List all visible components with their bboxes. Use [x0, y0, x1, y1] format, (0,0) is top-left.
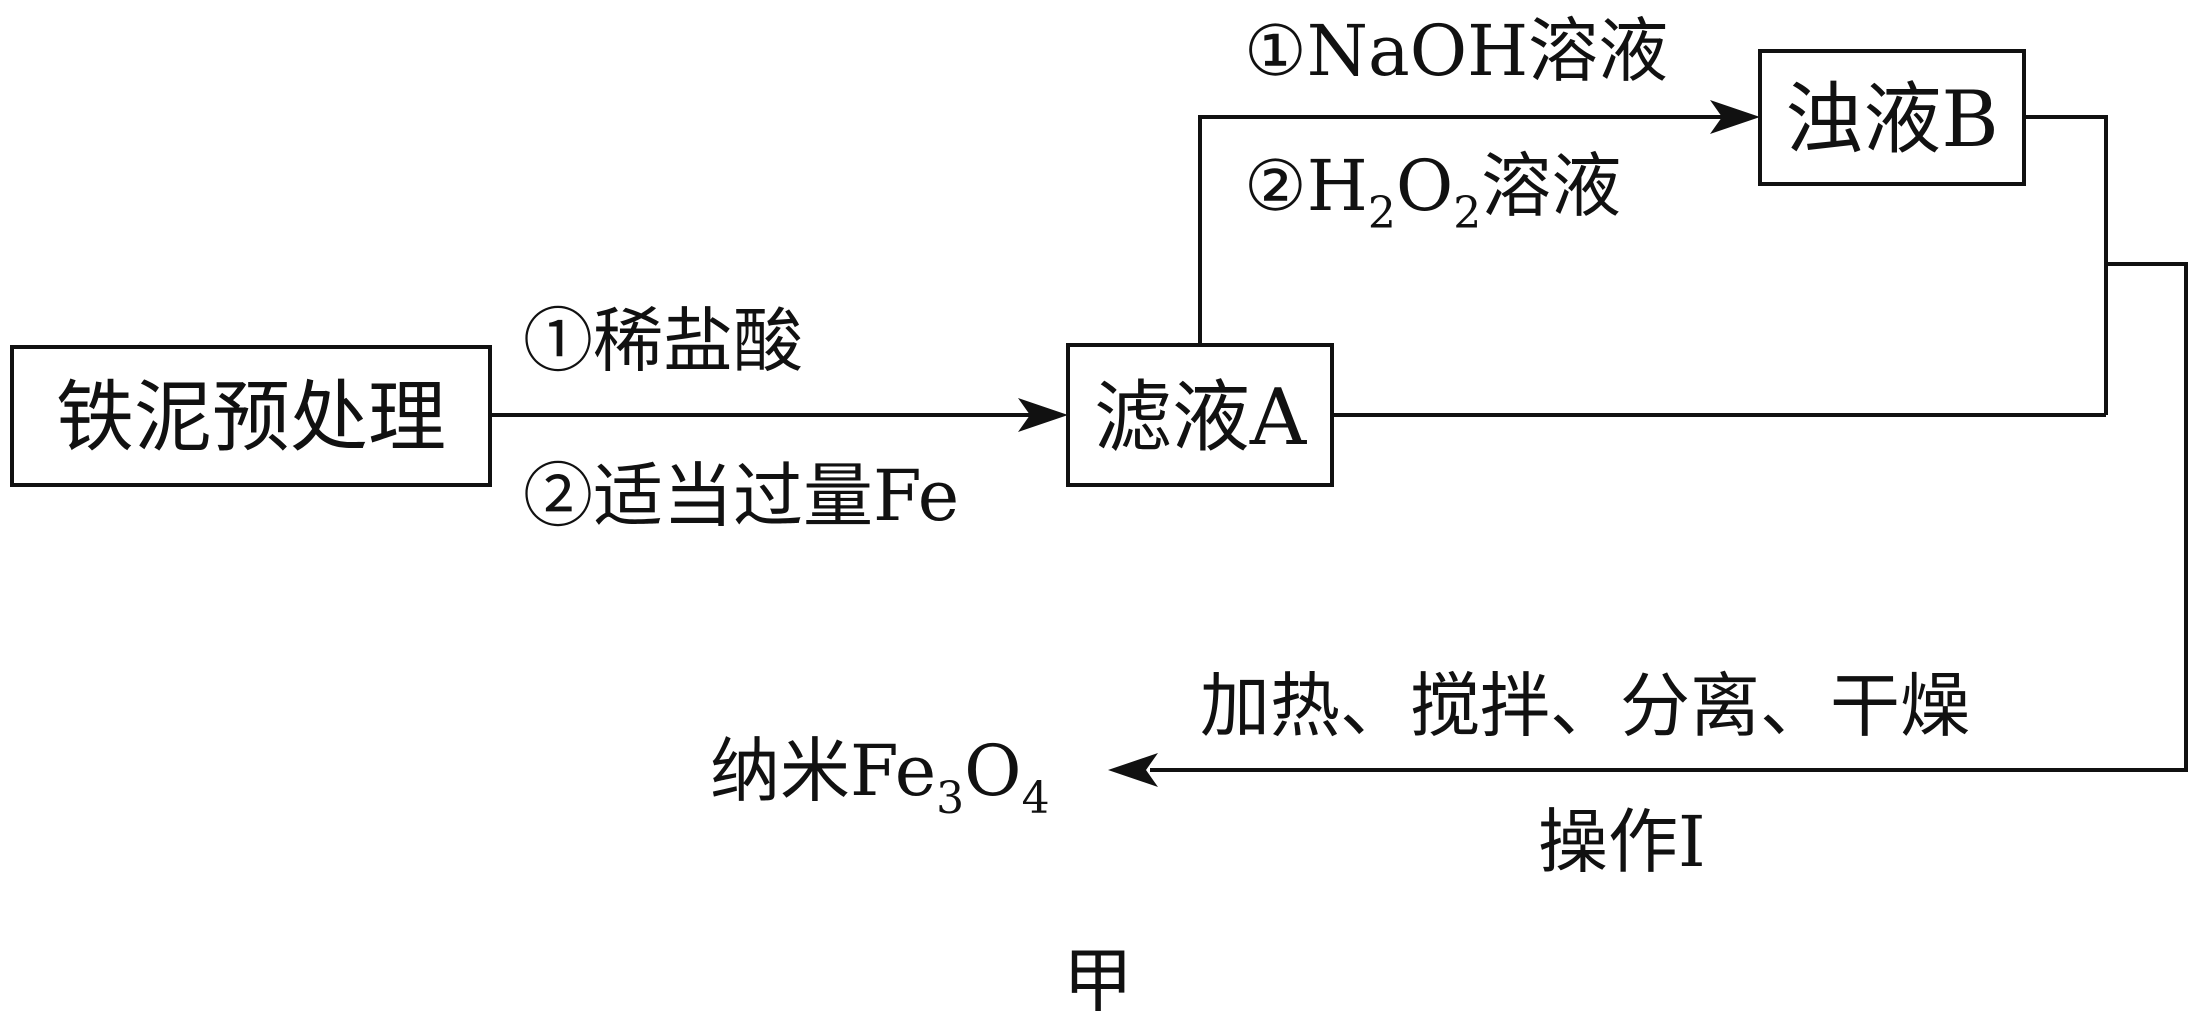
pretreatment-box: [10, 345, 492, 487]
arrow-merge-to-product: [1150, 262, 2188, 772]
connector-turbid-b: [2024, 115, 2108, 415]
figure-caption: 甲: [1063, 940, 1133, 1022]
step-dilute-hcl: ①稀盐酸: [523, 300, 803, 382]
turbid-b-box: [1758, 49, 2026, 186]
arrow-filtrate-to-turbid: [1198, 115, 1722, 345]
step-excess-fe: ②适当过量Fe: [523, 455, 959, 537]
pretreatment-label: 铁泥预处理: [56, 373, 446, 463]
operation-steps-label: 加热、搅拌、分离、干燥: [1200, 665, 1970, 747]
step-naoh-solution: ①NaOH溶液: [1244, 10, 1668, 92]
arrowhead-product: [1108, 753, 1158, 787]
filtrate-a-label: 滤液A: [1094, 373, 1308, 463]
turbid-b-label: 浊液B: [1785, 75, 1998, 165]
step-h2o2-solution: ②H2O2溶液: [1244, 145, 1621, 239]
operation-name-label: 操作Ⅰ: [1538, 801, 1706, 883]
arrowhead-filtrate: [1018, 398, 1068, 432]
product-label: 纳米Fe3O4: [710, 730, 1050, 824]
filtrate-a-box: [1066, 343, 1334, 487]
arrowhead-turbid: [1710, 100, 1760, 134]
